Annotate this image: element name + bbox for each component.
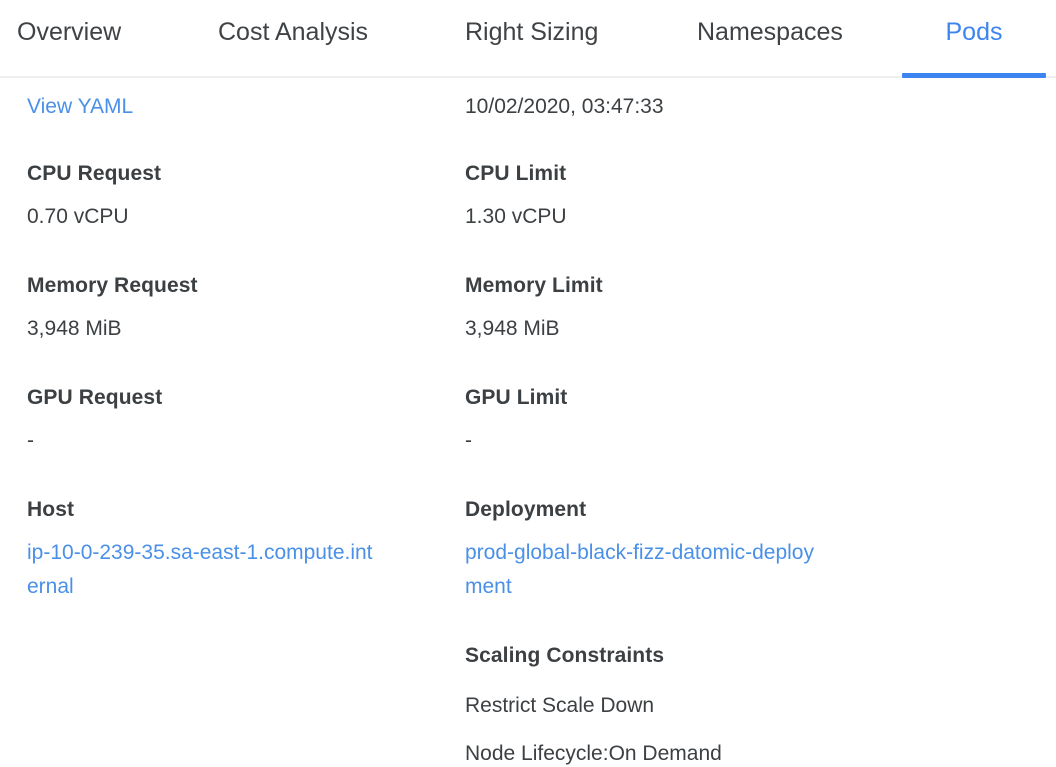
field-cpu-request: CPU Request 0.70 vCPU (27, 161, 427, 234)
tab-pods-label: Pods (945, 18, 1003, 46)
tab-overview[interactable]: Overview (17, 0, 121, 76)
cpu-limit-label: CPU Limit (465, 162, 567, 185)
tab-namespaces[interactable]: Namespaces (697, 0, 843, 76)
memory-limit-value: 3,948 MiB (465, 317, 560, 340)
gpu-request-value: - (27, 429, 34, 452)
pod-detail-panel: View YAML CPU Request 0.70 vCPU Memory R… (0, 78, 1056, 765)
view-yaml-link[interactable]: View YAML (27, 95, 134, 118)
field-gpu-request: GPU Request - (27, 385, 427, 458)
tab-list: Overview Cost Analysis Right Sizing Name… (0, 0, 1056, 78)
active-tab-indicator (902, 73, 1046, 78)
memory-request-value: 3,948 MiB (27, 317, 122, 340)
tab-right-sizing-label: Right Sizing (465, 18, 599, 46)
host-value: ip-10-0-239-35.sa-east-1.compute.interna… (27, 536, 379, 604)
deployment-link[interactable]: prod-global-black-fizz-datomic-deploymen… (465, 541, 814, 598)
field-cpu-limit: CPU Limit 1.30 vCPU (465, 161, 865, 234)
host-label: Host (27, 498, 75, 521)
deployment-value: prod-global-black-fizz-datomic-deploymen… (465, 536, 817, 604)
tab-pods[interactable]: Pods (902, 0, 1046, 78)
field-host: Host ip-10-0-239-35.sa-east-1.compute.in… (27, 497, 427, 604)
host-link[interactable]: ip-10-0-239-35.sa-east-1.compute.interna… (27, 541, 373, 598)
field-view-yaml: View YAML (27, 92, 427, 122)
tab-cost-analysis[interactable]: Cost Analysis (218, 0, 368, 76)
tab-overview-label: Overview (17, 18, 122, 46)
tab-right-sizing[interactable]: Right Sizing (465, 0, 598, 76)
cpu-request-label: CPU Request (27, 162, 162, 185)
field-deployment: Deployment prod-global-black-fizz-datomi… (465, 497, 865, 604)
gpu-limit-label: GPU Limit (465, 386, 568, 409)
gpu-limit-value: - (465, 429, 472, 452)
field-memory-limit: Memory Limit 3,948 MiB (465, 273, 865, 346)
memory-request-label: Memory Request (27, 274, 198, 297)
scaling-constraint-item: Node Lifecycle:On Demand (465, 742, 722, 765)
field-gpu-limit: GPU Limit - (465, 385, 865, 458)
tab-cost-analysis-label: Cost Analysis (218, 18, 369, 46)
detail-column-right: 10/02/2020, 03:47:33 CPU Limit 1.30 vCPU… (465, 92, 865, 767)
detail-column-left: View YAML CPU Request 0.70 vCPU Memory R… (27, 92, 427, 604)
scaling-constraints-label: Scaling Constraints (465, 644, 665, 667)
cpu-request-value: 0.70 vCPU (27, 205, 129, 228)
scaling-constraint-item: Restrict Scale Down (465, 694, 655, 717)
tab-bar: Overview Cost Analysis Right Sizing Name… (0, 0, 1056, 78)
tab-namespaces-label: Namespaces (697, 18, 843, 46)
field-timestamp: 10/02/2020, 03:47:33 (465, 92, 865, 122)
memory-limit-label: Memory Limit (465, 274, 603, 297)
field-memory-request: Memory Request 3,948 MiB (27, 273, 427, 346)
deployment-label: Deployment (465, 498, 587, 521)
cpu-limit-value: 1.30 vCPU (465, 205, 567, 228)
field-scaling-constraints: Scaling Constraints Restrict Scale Down … (465, 643, 865, 767)
gpu-request-label: GPU Request (27, 386, 163, 409)
timestamp-value: 10/02/2020, 03:47:33 (465, 95, 664, 118)
